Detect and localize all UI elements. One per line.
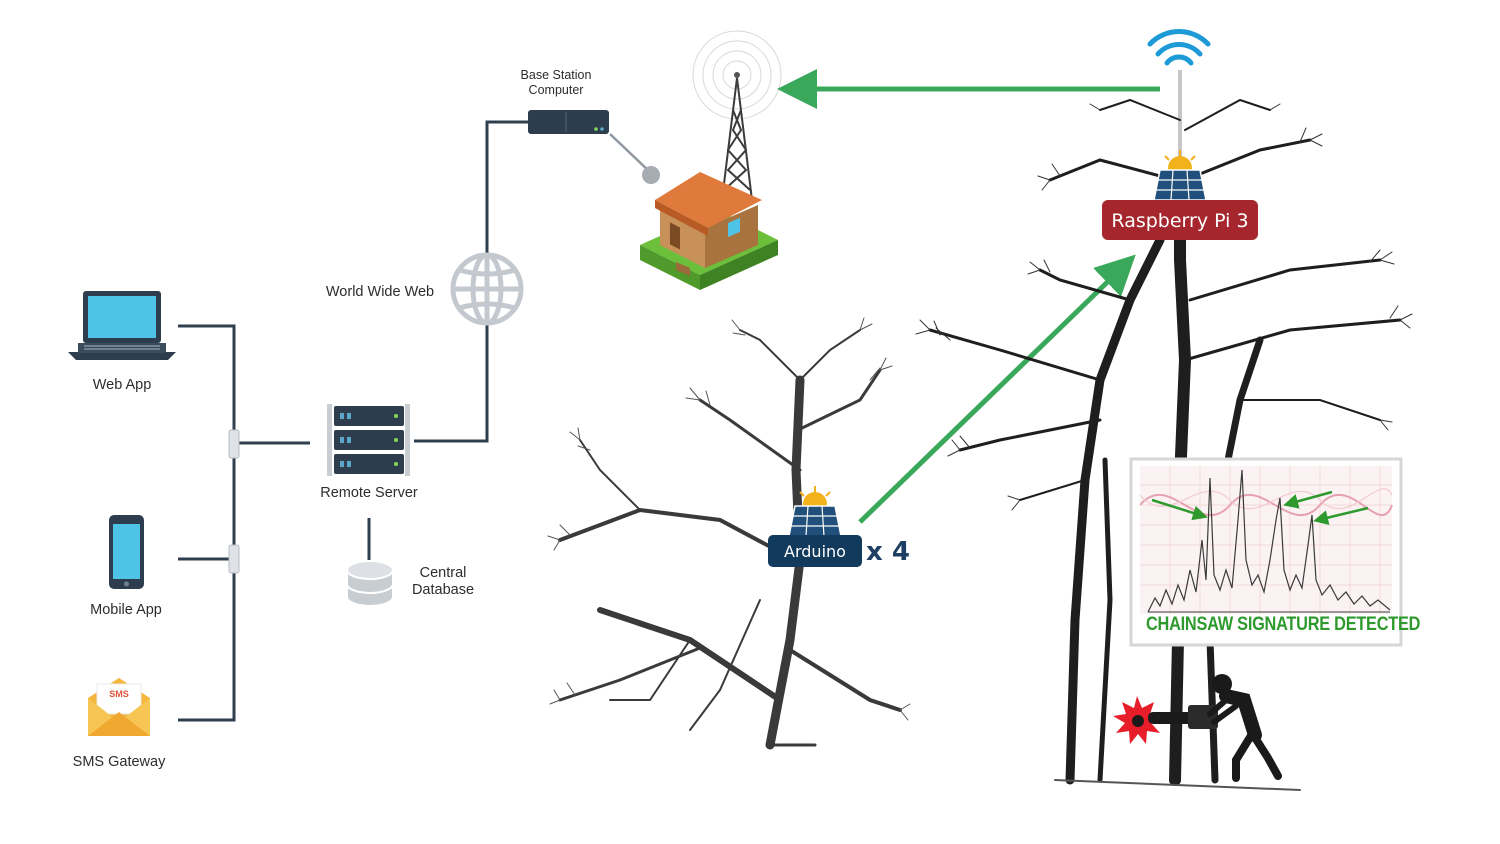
world-wide-web-label: World Wide Web [325, 284, 435, 300]
base-station-label-line1: Base Station [520, 68, 592, 82]
chainsaw-icon [1148, 705, 1218, 729]
remote-server-label: Remote Server [320, 485, 418, 501]
radio-tower-icon [692, 30, 782, 201]
database-icon [346, 560, 394, 607]
laptop-icon [68, 291, 176, 360]
sms-envelope-icon [88, 678, 150, 736]
network-links [178, 120, 530, 722]
globe-icon [450, 252, 524, 326]
chainsaw-detected-banner: CHAINSAW SIGNATURE DETECTED [1146, 614, 1421, 635]
web-app-label: Web App [92, 377, 152, 393]
wifi-icon [1147, 29, 1211, 66]
chainsaw-burst-icon [1113, 696, 1163, 744]
chainsaw-detection-panel [1129, 457, 1403, 647]
arduino-label: Arduino [784, 542, 846, 561]
base-station-computer-icon [528, 110, 660, 184]
raspberry-pi-solar-panel-icon [1153, 150, 1207, 201]
sketched-tree-large [915, 98, 1413, 791]
central-database-label-line2: Database [411, 582, 475, 598]
lumberjack-icon [1207, 674, 1282, 782]
sketched-tree-small [547, 317, 911, 750]
server-rack-icon [327, 404, 410, 476]
arduino-badge [768, 535, 862, 567]
mobile-phone-icon [109, 515, 144, 589]
raspberry-pi-badge [1102, 200, 1258, 240]
arduino-count-label: x 4 [866, 537, 910, 567]
sms-gateway-label: SMS Gateway [72, 754, 166, 770]
link-junction-bottom [228, 544, 240, 574]
sensor-link-arrow [858, 254, 1136, 524]
mobile-app-label: Mobile App [90, 602, 162, 618]
central-database-label-line1: Central [419, 565, 467, 581]
raspberry-pi-label: Raspberry Pi 3 [1111, 210, 1249, 232]
link-junction-top [228, 429, 240, 459]
cabin-icon [640, 172, 778, 290]
sms-icon-text: SMS [109, 689, 129, 699]
base-station-label-line2: Computer [528, 83, 584, 97]
